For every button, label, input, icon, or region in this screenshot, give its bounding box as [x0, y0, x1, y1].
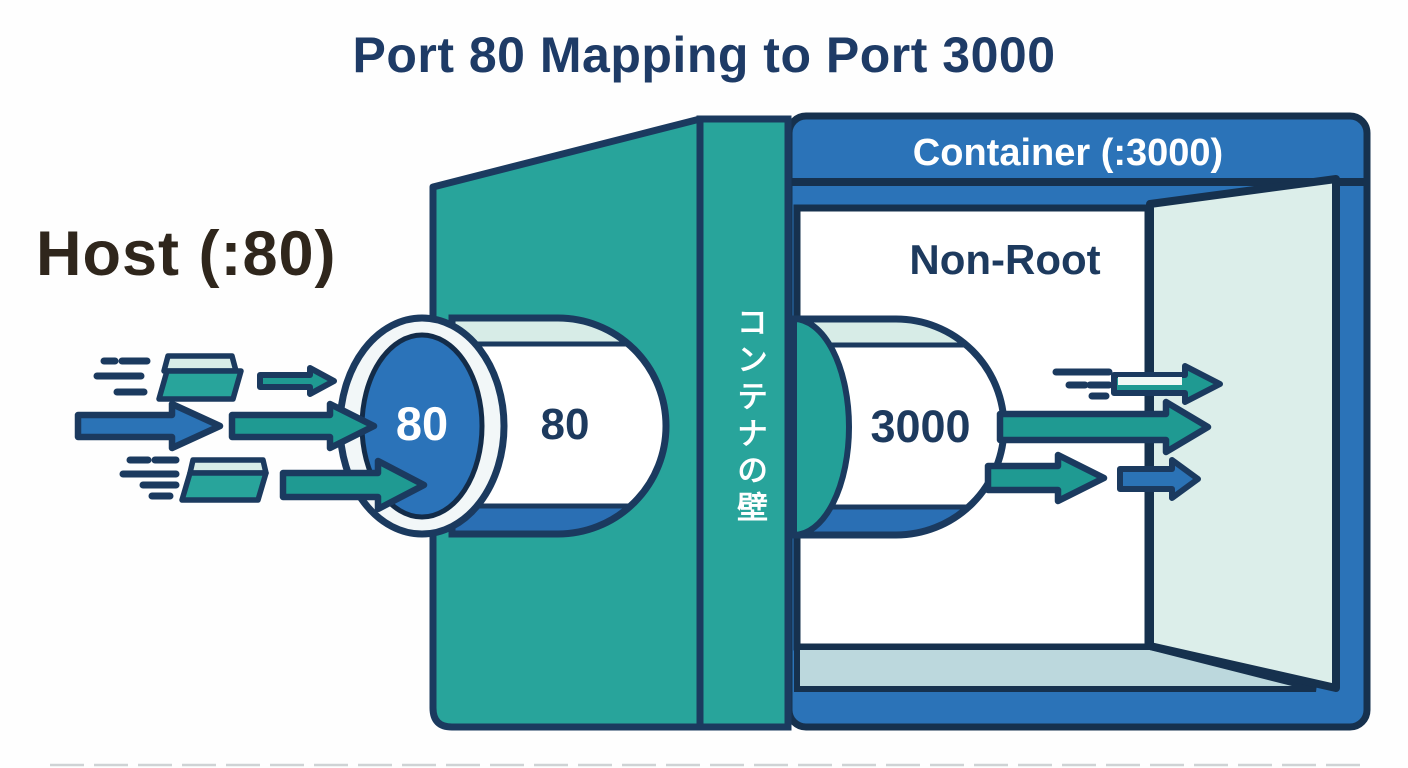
- wall-vertical-label: コンテナの壁: [732, 305, 767, 528]
- speed-lines-icon: [93, 357, 151, 396]
- arrow-teal-bottom-icon: [279, 457, 428, 513]
- port-80-face-label: 80: [395, 397, 449, 450]
- arrow-mid-right-icon: [996, 398, 1212, 456]
- port-80-tunnel-label: 80: [540, 400, 590, 449]
- arrow-teal-mid-icon: [228, 400, 378, 452]
- diagram-title: Port 80 Mapping to Port 3000: [352, 27, 1056, 83]
- arrow-low-blue-icon: [1117, 457, 1201, 501]
- open-door-panel: [1146, 175, 1340, 692]
- packet-folder-icon: [179, 457, 269, 503]
- arrow-small-top-icon: [257, 365, 337, 397]
- port-3000-label: 3000: [870, 401, 971, 452]
- packet-folder-icon: [156, 353, 244, 402]
- arrow-low-teal-icon: [984, 451, 1108, 505]
- arrow-highlight: [1118, 377, 1182, 385]
- host-traffic: [74, 353, 428, 513]
- arrow-blue-icon: [74, 400, 224, 452]
- container-header-label: Container (:3000): [912, 132, 1224, 174]
- speed-lines-icon: [119, 456, 180, 500]
- host-label: Host (:80): [36, 219, 337, 289]
- speed-lines-icon: [1052, 368, 1113, 400]
- tunnel-3000-cap: [791, 315, 852, 539]
- nonroot-label: Non-Root: [909, 236, 1101, 283]
- wall-side-face: [696, 115, 792, 731]
- container-traffic: [984, 363, 1223, 505]
